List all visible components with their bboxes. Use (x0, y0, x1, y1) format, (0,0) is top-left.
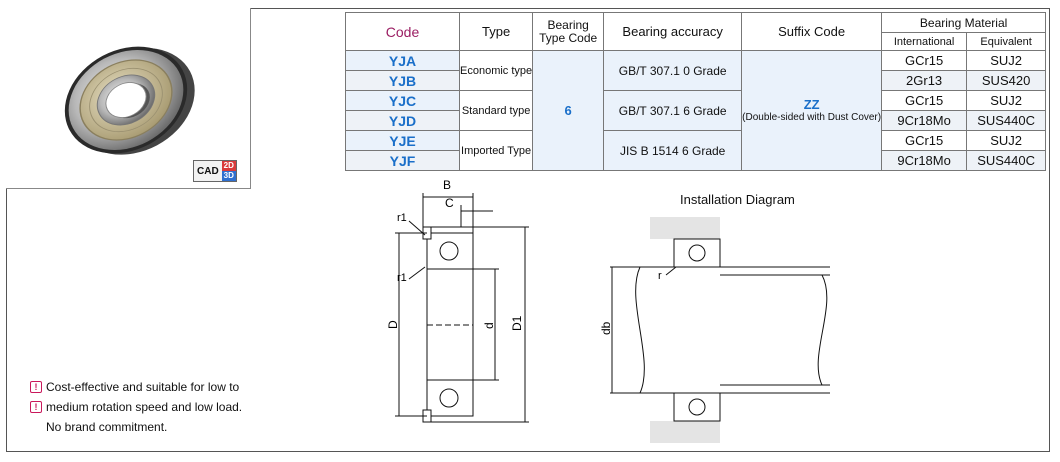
type-cell: Imported Type (458, 130, 534, 171)
bearing-photo (64, 46, 195, 155)
spec-table: Code Type Bearing Type Code Bearing accu… (345, 12, 1047, 171)
cad-2d-label: 2D (221, 161, 236, 171)
note-line-2: ! medium rotation speed and low load. (30, 397, 242, 417)
material-equivalent: SUJ2 (966, 130, 1047, 151)
header-code: Code (345, 12, 460, 51)
material-international: 9Cr18Mo (881, 110, 968, 131)
header-type-code: Bearing Type Code (532, 12, 605, 51)
dim-label-c: C (445, 196, 454, 210)
cad-badge[interactable]: CAD 2D 3D (193, 160, 237, 182)
note-line-1: ! Cost-effective and suitable for low to (30, 377, 242, 397)
material-equivalent: SUS440C (966, 110, 1047, 131)
header-suffix: Suffix Code (741, 12, 883, 51)
info-icon: ! (30, 401, 42, 413)
table-row: YJF 9Cr18Mo SUS440C (345, 150, 1047, 171)
note-line-3: No brand commitment. (30, 417, 242, 437)
code-cell: YJB (345, 70, 460, 91)
code-cell: YJF (345, 150, 460, 171)
table-row: YJC Standard type GB/T 307.1 6 Grade GCr… (345, 90, 1047, 131)
type-cell: Economic type (458, 50, 534, 91)
material-international: GCr15 (881, 50, 968, 71)
cad-label: CAD (194, 161, 222, 181)
code-cell: YJA (345, 50, 460, 71)
installation-diagram-title: Installation Diagram (680, 192, 795, 207)
material-equivalent: SUS440C (966, 150, 1047, 171)
type-cell: Standard type (458, 90, 534, 131)
header-international: International (881, 32, 968, 51)
dim-label-d1: D1 (510, 315, 524, 331)
product-notes: ! Cost-effective and suitable for low to… (30, 377, 242, 437)
material-international: 2Gr13 (881, 70, 968, 91)
cad-3d-label: 3D (221, 171, 236, 181)
dim-label-r1-top: r1 (397, 212, 407, 224)
install-label-r: r (658, 270, 662, 282)
header-equivalent: Equivalent (966, 32, 1047, 51)
header-type-code-line2: Type Code (539, 30, 598, 45)
note-text: medium rotation speed and low load. (46, 400, 243, 414)
material-equivalent: SUJ2 (966, 90, 1047, 111)
material-international: GCr15 (881, 130, 968, 151)
bearing-dimension-diagram: B C r1 r1 D d D1 (386, 178, 529, 423)
product-photo-box (6, 8, 251, 189)
material-equivalent: SUJ2 (966, 50, 1047, 71)
table-row: YJA Economic type 6 GB/T 307.1 0 Grade Z… (345, 50, 1047, 171)
suffix-code: ZZ (803, 96, 820, 112)
accuracy-cell: GB/T 307.1 0 Grade (603, 50, 743, 91)
installation-diagram: db r (600, 217, 830, 443)
cad-dims: 2D 3D (221, 161, 236, 181)
code-cell: YJD (345, 110, 460, 131)
dim-label-d-inner: d (482, 322, 496, 329)
note-text: Cost-effective and suitable for low to (46, 380, 240, 394)
table-row: YJE Imported Type JIS B 1514 6 Grade GCr… (345, 130, 1047, 171)
dim-label-r1-bottom: r1 (397, 272, 407, 284)
info-icon: ! (30, 381, 42, 393)
header-type-code-line1: Bearing (547, 17, 589, 32)
material-international: 9Cr18Mo (881, 150, 968, 171)
suffix-cell: ZZ (Double-sided with Dust Cover) (741, 50, 883, 171)
accuracy-cell: GB/T 307.1 6 Grade (603, 90, 743, 131)
code-cell: YJE (345, 130, 460, 151)
accuracy-cell: JIS B 1514 6 Grade (603, 130, 743, 171)
table-row: YJB 2Gr13 SUS420 (345, 70, 1047, 91)
header-type: Type (458, 12, 534, 51)
dim-label-b: B (443, 178, 451, 192)
type-code-cell: 6 (532, 50, 605, 171)
material-international: GCr15 (881, 90, 968, 111)
table-row: YJD 9Cr18Mo SUS440C (345, 110, 1047, 131)
header-accuracy: Bearing accuracy (603, 12, 743, 51)
material-equivalent: SUS420 (966, 70, 1047, 91)
code-cell: YJC (345, 90, 460, 111)
suffix-desc: (Double-sided with Dust Cover) (742, 111, 882, 123)
install-label-db: db (600, 321, 613, 335)
note-text: No brand commitment. (46, 420, 168, 434)
header-material: Bearing Material (881, 12, 1047, 33)
dim-label-d-outer: D (386, 320, 400, 329)
